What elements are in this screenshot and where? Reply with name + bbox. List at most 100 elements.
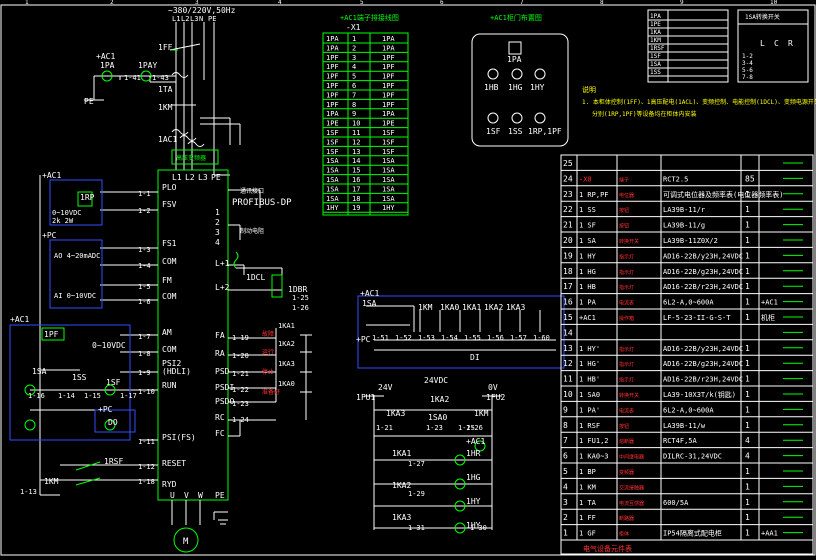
bom-code: 1 KA0~3 bbox=[579, 453, 609, 461]
switch-row: 5-6 bbox=[742, 67, 753, 74]
acl-a-label: +AC1 bbox=[96, 52, 115, 61]
inverter-left-terminal: COM bbox=[162, 345, 177, 354]
bom-name: 按钮 bbox=[619, 423, 629, 430]
bom-model: 600/5A bbox=[663, 499, 689, 507]
wire-number: 1-4 bbox=[138, 262, 151, 270]
symbol-row: 1KA bbox=[650, 29, 661, 36]
bom-no: 14 bbox=[563, 328, 573, 337]
bom-qty: 1 bbox=[745, 421, 750, 430]
bus-top-label: 1KA3 bbox=[506, 303, 525, 312]
tb-num: 18 bbox=[352, 195, 360, 203]
bom-code: 1 SS bbox=[579, 206, 596, 214]
column-number: 6 bbox=[440, 0, 444, 6]
inverter-input: L2 bbox=[185, 173, 195, 182]
wire-number: 1-14 bbox=[58, 392, 75, 400]
acl1-label: +AC1 bbox=[42, 171, 61, 180]
bom-no: 16 bbox=[563, 298, 573, 307]
inverter-right-terminal: PSD bbox=[215, 367, 230, 376]
control-ka3b: 1KA3 bbox=[392, 513, 411, 522]
tb-num: 11 bbox=[352, 129, 360, 137]
bom-no: 7 bbox=[563, 436, 568, 445]
inverter-left-terminal: RESET bbox=[162, 459, 186, 468]
bom-no: 25 bbox=[563, 159, 573, 168]
inverter-right-terminal: RC bbox=[215, 413, 225, 422]
bus-pc-label: +PC bbox=[356, 335, 371, 344]
inverter-right-terminal: FA bbox=[215, 331, 225, 340]
bus-top-label: 1KA2 bbox=[484, 303, 503, 312]
bom-qty: 1 bbox=[745, 482, 750, 491]
inverter-right-terminal: PSDO bbox=[215, 397, 234, 406]
tb-num: 7 bbox=[352, 91, 356, 99]
inverter-right-terminal: L+1 bbox=[215, 259, 230, 268]
control-ka3: 1KA3 bbox=[386, 409, 405, 418]
bom-no: 21 bbox=[563, 221, 573, 230]
tb-num: 6 bbox=[352, 82, 356, 90]
pc1-label: +PC bbox=[42, 231, 57, 240]
tb-dest: 1SF bbox=[382, 148, 395, 156]
inverter-bottom-terminal: W bbox=[198, 491, 203, 500]
bom-no: 1 bbox=[563, 529, 568, 538]
bus-panel bbox=[357, 295, 565, 369]
bom-name: 指示灯 bbox=[619, 361, 634, 368]
bom-code: 1 GF bbox=[579, 530, 596, 538]
symbol-row: 1SA bbox=[650, 61, 661, 68]
bom-model: 6L2-A,0~600A bbox=[663, 406, 714, 414]
bom-no: 15 bbox=[563, 313, 573, 322]
tb-dest: 1PA bbox=[382, 35, 395, 43]
comm-label: 通讯接口 bbox=[240, 187, 264, 195]
tb-dest: 1PF bbox=[382, 91, 395, 99]
relay-wire: 1-25 bbox=[292, 294, 309, 302]
tb-num: 17 bbox=[352, 185, 360, 193]
left-panel-devices bbox=[24, 191, 116, 486]
tb-dest: 1PF bbox=[382, 73, 395, 81]
bom-code: 1 KM bbox=[579, 483, 596, 491]
terminal-block bbox=[322, 32, 409, 216]
inverter-right-terminal: L+2 bbox=[215, 283, 230, 292]
relay-wire: 1-26 bbox=[292, 304, 309, 312]
tb-dest: 1PF bbox=[382, 101, 395, 109]
relay-function: 运行 bbox=[262, 348, 274, 356]
pot-spec2: 2k 2W bbox=[52, 217, 74, 225]
bom-name: 指示灯 bbox=[619, 269, 634, 276]
tb-dest: 1SF bbox=[382, 129, 395, 137]
bom-model: LA39B-11/w bbox=[663, 422, 706, 430]
control-lamp: 1HY bbox=[466, 497, 481, 506]
door-panel-title: +AC1柜门布置图 bbox=[490, 13, 542, 22]
bom-model: 6L2-A,0~600A bbox=[663, 299, 714, 307]
left-panel-wiring bbox=[30, 175, 158, 496]
bom-code: 1 HG bbox=[579, 268, 596, 276]
bom-model: AD16-22B/r23H,24VDC bbox=[663, 376, 743, 384]
bom-code: 1 FF bbox=[579, 514, 596, 522]
bom-qty: 1 bbox=[745, 251, 750, 260]
tb-num: 14 bbox=[352, 157, 360, 165]
bom-model: LA39B-11/r bbox=[663, 206, 705, 214]
rpf-label: 1PF bbox=[44, 330, 59, 339]
tb-device: 1PF bbox=[326, 54, 339, 62]
bom-code: 1 TA bbox=[579, 499, 597, 507]
inverter-left-terminal: AM bbox=[162, 328, 172, 337]
bom-name: 端子 bbox=[619, 176, 629, 183]
switch-row: 1-2 bbox=[742, 53, 753, 60]
inverter-left-terminal: (HDLI) bbox=[162, 367, 191, 376]
bom-model: 可调式电位器及频率表(电位器频率表) bbox=[663, 190, 783, 199]
bom-qty: 1 bbox=[745, 298, 750, 307]
wire-number: 1-7 bbox=[138, 333, 151, 341]
switch-table-title: 1SA转换开关 bbox=[745, 13, 780, 21]
tb-num: 12 bbox=[352, 138, 360, 146]
bus-top-label: 1KA1 bbox=[462, 303, 481, 312]
inverter-input: L1 bbox=[172, 173, 182, 182]
inverter-right-wiring bbox=[171, 189, 312, 525]
bom-model: AD16-22B/r23H,24VDC bbox=[663, 283, 743, 291]
wire-number: 1-15 bbox=[84, 392, 101, 400]
tb-dest: 1PE bbox=[382, 120, 395, 128]
inverter-top-label: 高压变频器 bbox=[176, 154, 206, 162]
door-item: 1HG bbox=[508, 83, 523, 92]
contactor-label: 1KM bbox=[158, 103, 173, 112]
relay-label: 1KA0 bbox=[278, 380, 295, 388]
ct-label: 1TA bbox=[158, 85, 173, 94]
control-wire: 1-31 bbox=[408, 524, 425, 532]
bom-qty: 1 bbox=[745, 498, 750, 507]
bus-wire: 1-53 bbox=[418, 334, 435, 342]
